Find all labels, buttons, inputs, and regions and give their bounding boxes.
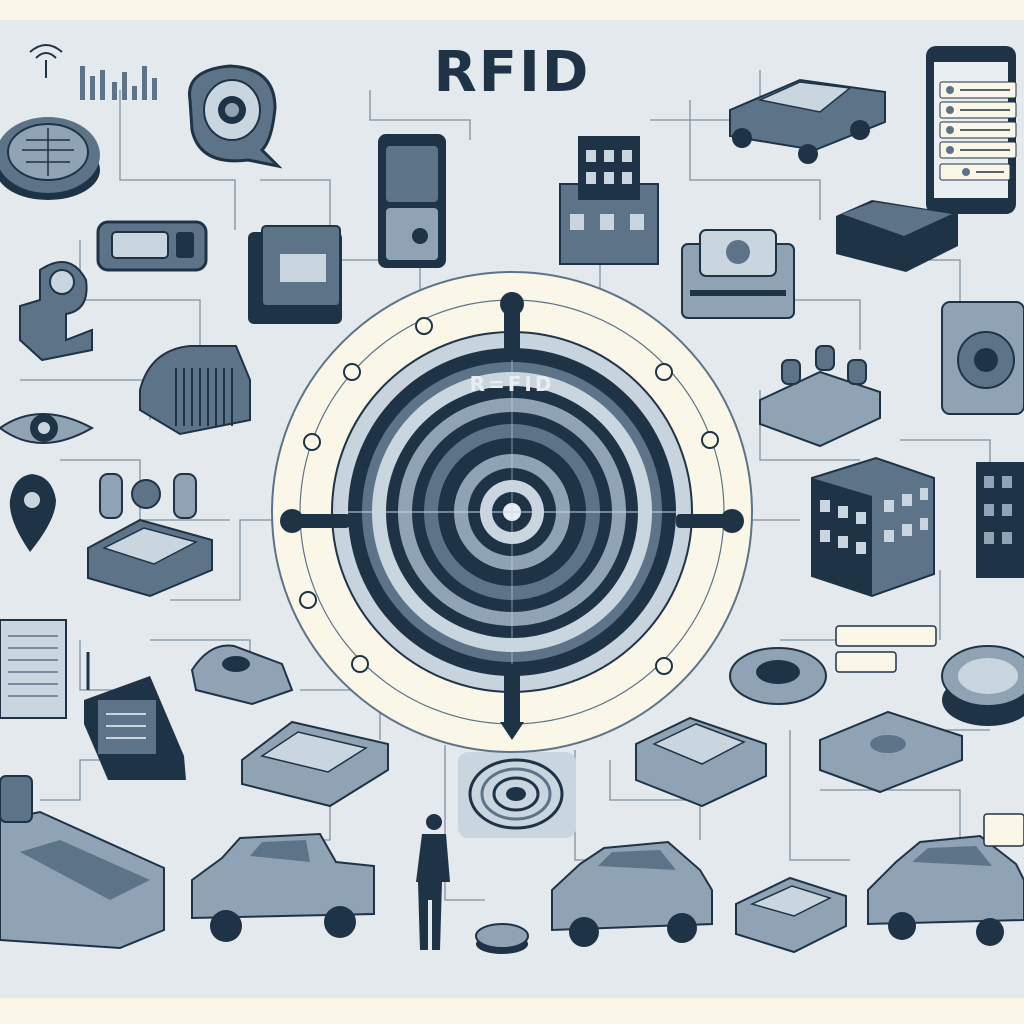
- parcel-tray-icon: [241, 720, 389, 808]
- central-rfid-hub: [271, 271, 753, 753]
- payment-terminal-icon: [87, 473, 213, 598]
- fingerprint-badge-icon: [188, 64, 283, 169]
- speaker-icon: [941, 301, 1024, 415]
- wireless-router-icon: [84, 652, 186, 780]
- page-title: RFID: [433, 40, 591, 105]
- tag-clip-small-icon: [190, 644, 294, 706]
- id-card-icon: [248, 225, 342, 324]
- comb-reader-icon: [139, 345, 251, 436]
- sedan-car-icon: [551, 840, 713, 947]
- gear-icon: [946, 106, 954, 114]
- smart-card-icon: [0, 775, 165, 950]
- shield-icon: [962, 168, 970, 176]
- map-pin-icon: [9, 474, 56, 552]
- rfid-tag-disc-icon: [0, 117, 100, 200]
- rfid-spiral-icon: [458, 752, 576, 838]
- person-icon: [416, 814, 450, 950]
- electronics-board-icon: [681, 229, 795, 319]
- smart-card-small-icon: [735, 876, 847, 954]
- tablet-device-icon: [836, 200, 958, 272]
- locker-icon: [378, 134, 446, 268]
- pickup-truck-icon: [191, 832, 375, 942]
- hub-label: R=FID: [469, 372, 555, 396]
- robot-vehicle-icon: [729, 78, 886, 164]
- lock-icon: [946, 86, 954, 94]
- coin-tag-icon: [475, 923, 529, 954]
- antenna-icon: [29, 44, 63, 78]
- person-icon: [946, 146, 954, 154]
- office-building-icon: [811, 456, 1024, 598]
- wallet-card-icon: [635, 716, 767, 808]
- tag-reader-icon: [729, 625, 937, 705]
- laptop-icon: [819, 710, 963, 794]
- reader-puck-icon: [941, 645, 1024, 726]
- tag-clip-icon: [19, 261, 93, 362]
- bar-chart-icon: [80, 66, 157, 100]
- card-reader-icon: [96, 220, 208, 272]
- car-icon: [867, 813, 1024, 946]
- document-icon: [0, 619, 67, 719]
- switch-panel-icon: [759, 345, 881, 448]
- smartphone-icon: [926, 46, 1017, 214]
- bell-icon: [946, 126, 954, 134]
- factory-building-icon: [559, 136, 659, 265]
- eye-scanner-icon: [0, 413, 95, 444]
